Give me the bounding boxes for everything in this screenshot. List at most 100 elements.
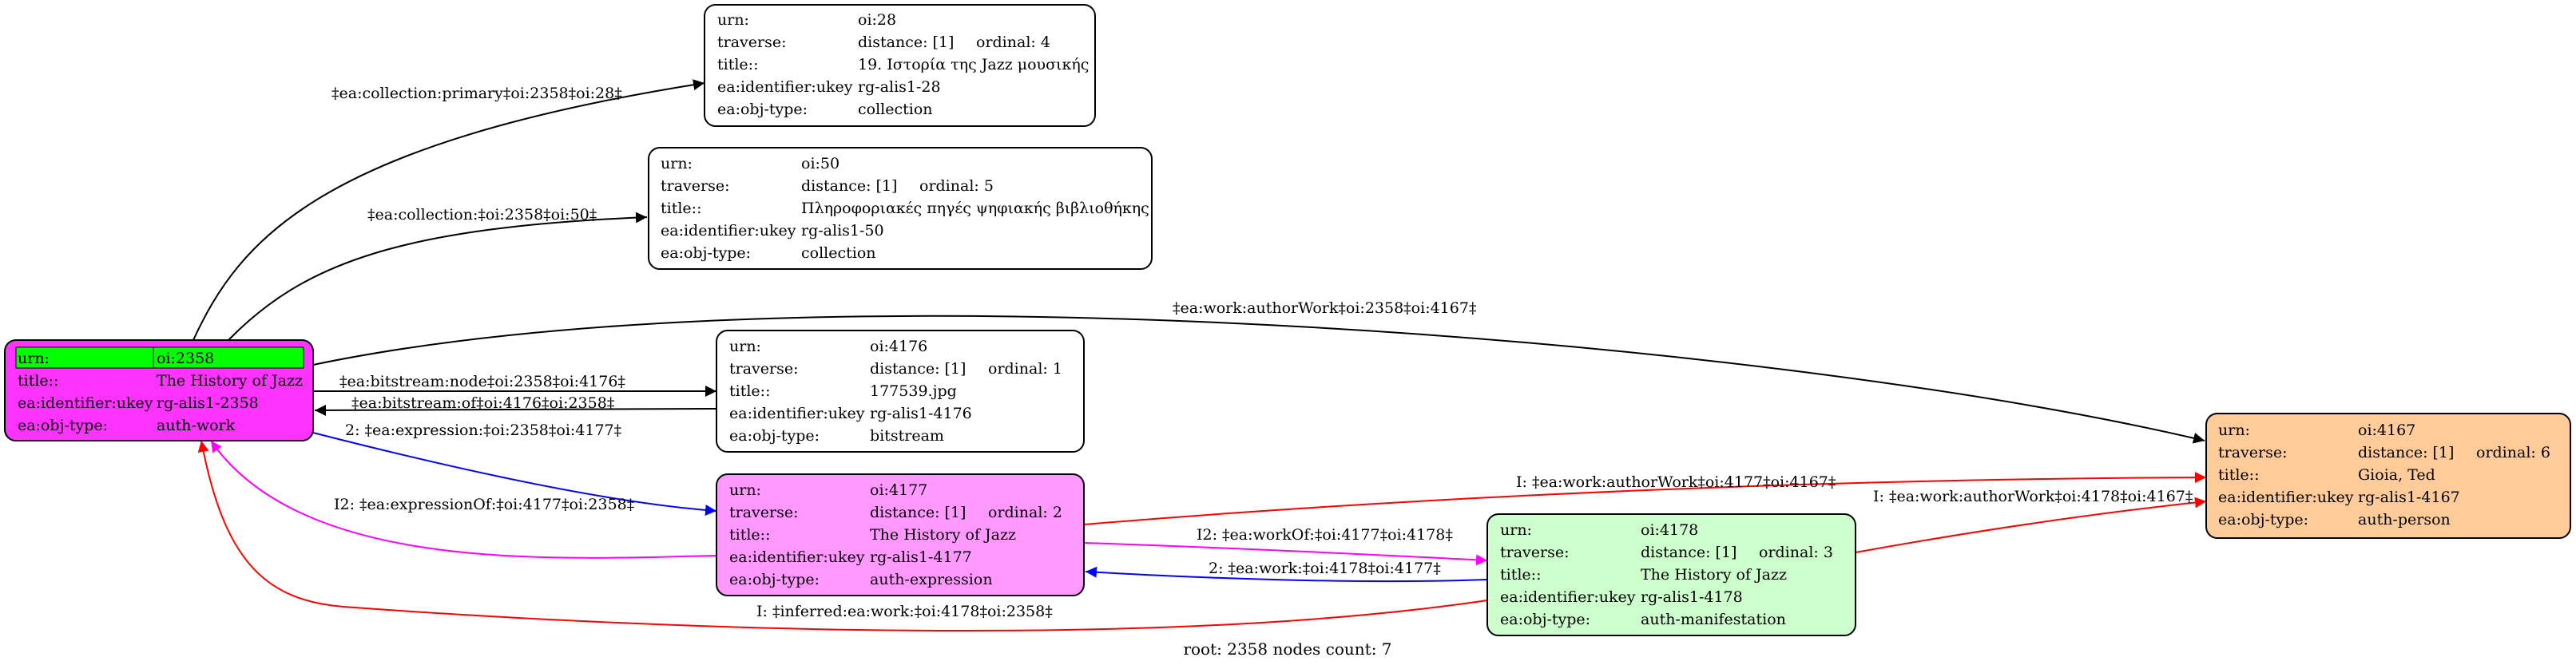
node-value: ordinal: 6 bbox=[2476, 444, 2550, 461]
node-value: rg-alis1-4177 bbox=[870, 548, 972, 566]
node-label: traverse: bbox=[729, 360, 799, 378]
edge-label-work-of: I2: ‡ea:workOf:‡oi:4177‡oi:4178‡ bbox=[1197, 526, 1453, 544]
node-label: ea:identifier:ukey bbox=[717, 78, 853, 96]
node-label: ea:obj-type: bbox=[729, 571, 820, 588]
node-value: oi:4167 bbox=[2358, 422, 2415, 439]
node-oi-28[interactable]: urn: oi:28 traverse: distance: [1] ordin… bbox=[704, 4, 1096, 127]
edge-author-work-4177 bbox=[1083, 472, 2207, 525]
edge-author-work bbox=[312, 315, 2205, 444]
edge-label-author-work: ‡ea:work:authorWork‡oi:2358‡oi:4167‡ bbox=[1173, 299, 1476, 317]
node-value: oi:4177 bbox=[870, 481, 927, 499]
node-value: distance: [1] bbox=[801, 177, 897, 195]
node-value: distance: [1] bbox=[2358, 444, 2454, 461]
node-value: distance: [1] bbox=[870, 504, 966, 521]
node-value: distance: [1] bbox=[870, 360, 966, 378]
node-label: urn: bbox=[717, 11, 749, 29]
node-label: traverse: bbox=[661, 177, 730, 195]
node-label: title:: bbox=[729, 526, 770, 544]
node-value: Gioia, Ted bbox=[2358, 466, 2435, 484]
node-label: ea:identifier:ukey bbox=[661, 222, 796, 239]
node-label: ea:identifier:ukey bbox=[18, 394, 153, 412]
node-label: ea:obj-type: bbox=[2218, 511, 2308, 528]
node-label: ea:identifier:ukey bbox=[729, 405, 865, 422]
node-value: rg-alis1-4178 bbox=[1641, 588, 1743, 606]
node-value: ordinal: 3 bbox=[1759, 544, 1833, 561]
node-label: ea:obj-type: bbox=[717, 101, 808, 118]
node-label: traverse: bbox=[717, 34, 787, 51]
edge-work bbox=[1085, 566, 1488, 583]
node-value: ordinal: 2 bbox=[988, 504, 1062, 521]
edge-label-bitstream-node: ‡ea:bitstream:node‡oi:2358‡oi:4176‡ bbox=[339, 373, 625, 390]
node-value: bitstream bbox=[870, 427, 944, 445]
root-header-highlight bbox=[15, 346, 304, 369]
edge-label-author-work-4177: I: ‡ea:work:authorWork‡oi:4177‡oi:4167‡ bbox=[1516, 473, 1836, 491]
node-label: traverse: bbox=[729, 504, 799, 521]
node-value: ordinal: 4 bbox=[976, 34, 1050, 51]
node-label: ea:identifier:ukey bbox=[729, 548, 865, 566]
node-label: ea:obj-type: bbox=[729, 427, 820, 445]
node-value: rg-alis1-4167 bbox=[2358, 489, 2460, 506]
node-value: auth-work bbox=[157, 417, 236, 434]
node-value: The History of Jazz bbox=[870, 526, 1016, 544]
node-value: oi:28 bbox=[858, 11, 896, 29]
node-label: urn: bbox=[1500, 521, 1532, 539]
edge-label-work: 2: ‡ea:work:‡oi:4178‡oi:4177‡ bbox=[1209, 560, 1441, 577]
node-oi-4176[interactable]: urn: oi:4176 traverse: distance: [1] ord… bbox=[716, 330, 1085, 453]
node-value: 177539.jpg bbox=[870, 382, 957, 400]
node-label: title:: bbox=[717, 56, 758, 73]
edge-expression-of bbox=[210, 440, 717, 559]
edge-expression bbox=[312, 432, 717, 516]
edge-inferred-work bbox=[197, 440, 1488, 632]
node-oi-4178[interactable]: urn: oi:4178 traverse: distance: [1] ord… bbox=[1486, 513, 1856, 636]
edge-collection bbox=[228, 212, 648, 341]
node-value: oi:50 bbox=[801, 155, 839, 172]
node-value: ordinal: 5 bbox=[919, 177, 994, 195]
node-label: urn: bbox=[18, 350, 50, 367]
edge-collection-primary bbox=[193, 79, 705, 341]
node-value: rg-alis1-28 bbox=[858, 78, 941, 96]
node-label: ea:identifier:ukey bbox=[1500, 588, 1636, 606]
edge-label-bitstream-of: ‡ea:bitstream:of‡oi:4176‡oi:2358‡ bbox=[351, 394, 614, 412]
edge-label-collection: ‡ea:collection:‡oi:2358‡oi:50‡ bbox=[367, 206, 597, 224]
edge-label-expression: 2: ‡ea:expression:‡oi:2358‡oi:4177‡ bbox=[345, 422, 621, 439]
edge-author-work-4178 bbox=[1855, 497, 2207, 553]
node-label: title:: bbox=[18, 372, 58, 390]
node-value: rg-alis1-2358 bbox=[157, 394, 259, 412]
node-value: distance: [1] bbox=[1641, 544, 1737, 561]
node-oi-4177[interactable]: urn: oi:4177 traverse: distance: [1] ord… bbox=[716, 473, 1085, 596]
node-label: urn: bbox=[661, 155, 693, 172]
node-value: rg-alis1-50 bbox=[801, 222, 884, 239]
node-value: auth-expression bbox=[870, 571, 993, 588]
node-oi-2358-root[interactable]: urn: oi:2358 title:: The History of Jazz… bbox=[4, 339, 314, 441]
node-oi-50[interactable]: urn: oi:50 traverse: distance: [1] ordin… bbox=[648, 147, 1153, 270]
node-value: rg-alis1-4176 bbox=[870, 405, 972, 422]
node-label: traverse: bbox=[2218, 444, 2288, 461]
node-label: urn: bbox=[729, 481, 761, 499]
node-label: title:: bbox=[661, 200, 701, 217]
edge-bitstream-of bbox=[314, 404, 717, 416]
node-value: 19. Ιστορία της Jazz μουσικής bbox=[858, 56, 1089, 73]
node-label: title:: bbox=[2218, 466, 2259, 484]
edge-label-author-work-4178: I: ‡ea:work:authorWork‡oi:4178‡oi:4167‡ bbox=[1873, 488, 2193, 505]
node-label: traverse: bbox=[1500, 544, 1570, 561]
node-value: collection bbox=[858, 101, 933, 118]
node-value: ordinal: 1 bbox=[988, 360, 1062, 378]
node-label: urn: bbox=[2218, 422, 2250, 439]
node-value: auth-manifestation bbox=[1641, 611, 1786, 628]
node-label: ea:obj-type: bbox=[661, 244, 751, 262]
node-value: oi:2358 bbox=[157, 350, 214, 367]
node-label: ea:obj-type: bbox=[18, 417, 108, 434]
node-value: oi:4178 bbox=[1641, 521, 1698, 539]
node-value: The History of Jazz bbox=[1641, 566, 1787, 584]
graph-footer: root: 2358 nodes count: 7 bbox=[1183, 639, 1391, 659]
node-value: oi:4176 bbox=[870, 338, 927, 355]
node-label: ea:identifier:ukey bbox=[2218, 489, 2354, 506]
edge-label-collection-primary: ‡ea:collection:primary‡oi:2358‡oi:28‡ bbox=[331, 85, 622, 102]
edge-work-of bbox=[1083, 542, 1488, 566]
node-value: auth-person bbox=[2358, 511, 2451, 528]
node-value: distance: [1] bbox=[858, 34, 954, 51]
node-label: title:: bbox=[729, 382, 770, 400]
node-oi-4167[interactable]: urn: oi:4167 traverse: distance: [1] ord… bbox=[2205, 413, 2571, 539]
node-value: collection bbox=[801, 244, 876, 262]
